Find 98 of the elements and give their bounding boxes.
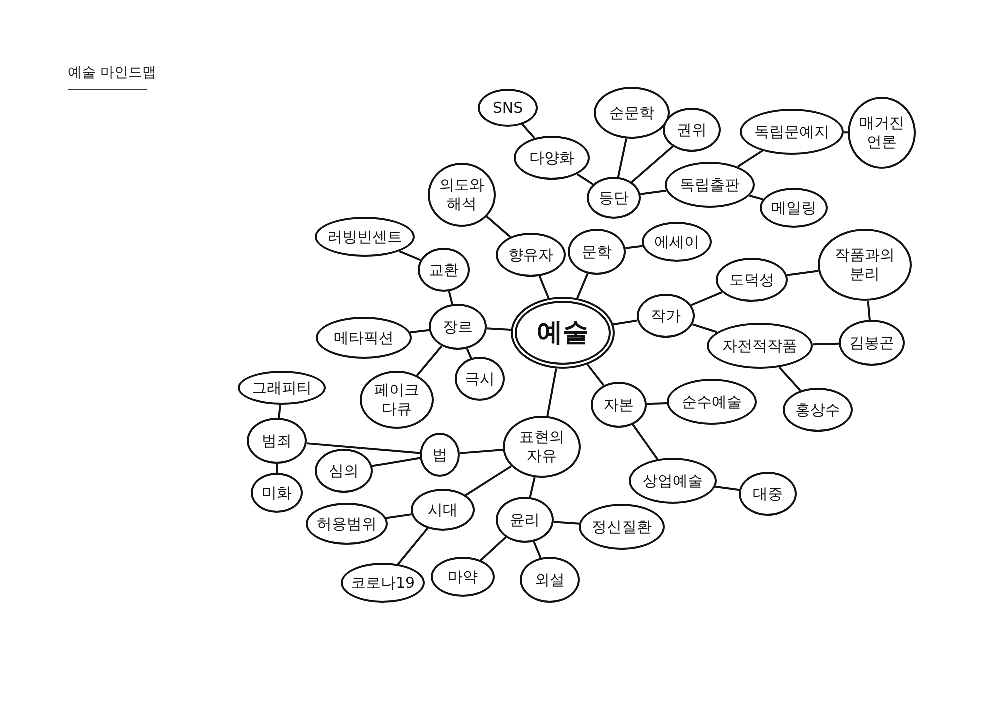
topic-label: 의도와 해석: [438, 176, 486, 214]
topic-label: 문학: [581, 242, 613, 262]
topic-label: 권위: [676, 120, 708, 140]
connector-line: [398, 528, 429, 566]
topic-label: 러빙빈센트: [326, 228, 404, 246]
connector-line: [692, 324, 718, 334]
topic-label: 도덕성: [728, 270, 776, 290]
topic-label: 장르: [442, 318, 474, 336]
topic-label: 김봉곤: [848, 334, 896, 352]
topic-label: 자본: [603, 396, 635, 414]
connector-line: [486, 328, 512, 332]
topic-label: 표현의 자유: [518, 428, 566, 466]
connector-line: [522, 124, 536, 140]
topic-label: 그래피티: [251, 378, 313, 398]
topic-label: 상업예술: [642, 472, 704, 490]
connector-line: [372, 457, 420, 468]
topic-label: 순문학: [608, 104, 656, 122]
connector-line: [632, 424, 658, 460]
connector-line: [460, 449, 504, 454]
connector-line: [278, 404, 282, 418]
topic-ellipse: [637, 294, 695, 338]
topic-label: 정신질환: [591, 518, 653, 536]
connector-line: [640, 190, 667, 196]
topic-ellipse: [455, 357, 505, 401]
connector-line: [691, 292, 723, 306]
topic-label: 다양화: [528, 148, 576, 168]
connector-line: [538, 276, 550, 299]
topic-label: 향유자: [508, 246, 554, 264]
topic-label: 메타픽션: [333, 328, 395, 348]
topic-label: 순수예술: [681, 392, 743, 412]
topic-label: SNS: [492, 98, 524, 118]
topic-ellipse: [411, 489, 475, 531]
topic-ellipse: [760, 188, 828, 228]
topic-label: 등단: [598, 188, 630, 208]
topic-label: 메일링: [770, 198, 818, 218]
topic-label: 외설: [534, 570, 566, 590]
connector-line: [399, 250, 422, 262]
topic-label: 윤리: [509, 510, 541, 530]
topic-label: 독립문예지: [754, 122, 830, 142]
connector-line: [613, 320, 638, 326]
topic-ellipse: [716, 258, 788, 302]
connector-line: [416, 346, 443, 376]
topic-ellipse: [315, 449, 373, 493]
topic-label: 심의: [328, 462, 360, 480]
topic-label: 코로나19: [350, 574, 416, 592]
topic-ellipse: [420, 433, 460, 477]
connector-line: [465, 466, 512, 496]
topic-label: 작품과의 분리: [834, 246, 896, 284]
connector-line: [737, 150, 764, 168]
connector-line: [631, 146, 674, 184]
connector-line: [867, 300, 871, 320]
connector-line: [787, 270, 819, 276]
topic-label: 매거진 언론: [858, 114, 906, 152]
topic-label: 작가: [650, 306, 682, 326]
topic-label: 페이크 다큐: [374, 381, 420, 419]
connector-line: [533, 541, 542, 558]
connector-line: [486, 216, 512, 238]
topic-label: 마약: [447, 568, 479, 586]
connector-line: [586, 364, 605, 386]
connector-line: [812, 342, 840, 346]
connector-line: [546, 368, 558, 416]
connector-line: [554, 521, 580, 525]
connector-line: [529, 477, 536, 498]
topic-ellipse: [418, 248, 470, 292]
topic-label: 시대: [427, 500, 459, 520]
connector-line: [778, 366, 802, 392]
connector-line: [410, 329, 430, 334]
topic-label: 대중: [752, 484, 784, 504]
connector-line: [646, 402, 668, 406]
topic-label: 극시: [464, 370, 496, 388]
topic-ellipse: [587, 177, 641, 219]
connector-line: [448, 291, 454, 305]
topic-label: 예술: [536, 316, 590, 350]
topic-label: 법: [432, 446, 448, 464]
connector-line: [576, 174, 594, 186]
diagram-title: 예술 마인드맵: [68, 64, 156, 82]
connector-line: [576, 273, 589, 299]
topic-label: 교환: [428, 260, 460, 280]
topic-label: 에세이: [654, 232, 700, 252]
topic-ellipse: [251, 473, 303, 513]
connector-line: [480, 536, 507, 562]
topic-label: 허용범위: [316, 514, 378, 534]
connector-line: [276, 464, 278, 473]
topic-label: 독립출판: [679, 176, 741, 194]
connector-line: [715, 486, 740, 492]
topic-ellipse: [663, 108, 721, 152]
topic-label: 홍상수: [794, 400, 842, 420]
connector-line: [844, 132, 848, 134]
topic-label: 자전적작품: [722, 336, 798, 356]
topic-label: 범죄: [261, 432, 293, 450]
connector-line: [466, 348, 472, 359]
connector-line: [617, 138, 628, 178]
topic-label: 미화: [261, 484, 293, 502]
topic-ellipse: [496, 497, 554, 543]
connector-line: [626, 245, 643, 250]
connector-line: [306, 442, 420, 454]
connector-line: [386, 514, 412, 520]
connector-line: [749, 194, 764, 201]
